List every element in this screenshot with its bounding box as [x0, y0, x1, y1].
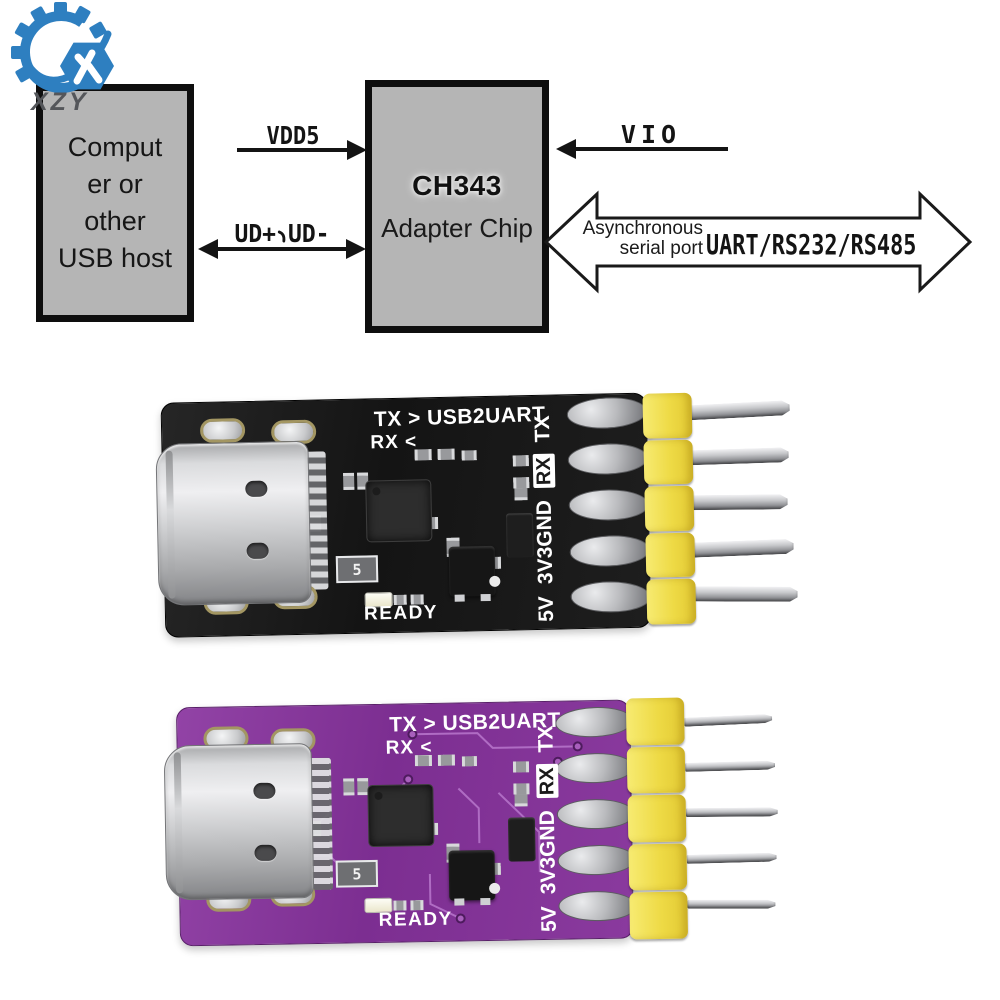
serial-standards-label: UART/RS232/RS485: [706, 228, 917, 261]
brand-logo-gear-icon: [11, 2, 114, 93]
header-pin: [692, 494, 788, 510]
header-spacer-yellow: [626, 746, 686, 794]
solder-joint: [568, 488, 649, 521]
pin-labels-rail: 5V 3V3GND RX TX: [533, 701, 563, 938]
marked-resistor: 5: [335, 859, 379, 888]
smd-component: [437, 448, 455, 461]
host-box-line: er or: [87, 169, 143, 199]
solder-joint: [558, 891, 637, 922]
smd-component: [513, 783, 530, 795]
smd-component: [512, 455, 529, 467]
silkscreen-rx-line: RX <: [385, 736, 433, 759]
vio-arrow-line: [574, 147, 728, 151]
small-ic: [505, 513, 534, 558]
header-spacer-yellow: [625, 697, 685, 746]
header-pin: [691, 447, 789, 465]
connector-slot: [245, 480, 268, 498]
smd-component: [343, 778, 355, 796]
connector-slot: [254, 844, 277, 862]
host-box-line: USB host: [57, 243, 173, 273]
vdd5-arrowhead: [347, 140, 367, 160]
smd-component: [512, 761, 530, 773]
vdd5-arrow-line: [237, 148, 349, 152]
pin-label-tx: TX: [530, 415, 555, 443]
smd-component: [461, 450, 477, 461]
header-pin: [689, 400, 790, 420]
pin-label-tx: TX: [534, 725, 558, 753]
host-box-line: Comput: [67, 132, 163, 162]
ud-arrowhead-left: [198, 239, 218, 259]
solder-joint: [570, 580, 651, 613]
pin-label-rx: RX: [535, 764, 559, 799]
header-pin: [694, 586, 798, 601]
usb-data-label: UD+UD-: [234, 219, 330, 248]
header-pin: [686, 807, 778, 817]
brand-text: XZY: [31, 88, 89, 116]
host-box-line: other: [84, 206, 146, 236]
header-pin: [684, 713, 772, 726]
sot23-regulator: [448, 849, 496, 901]
header-spacer-yellow: [645, 532, 696, 578]
silkscreen-ready-label: READY: [363, 602, 439, 625]
vio-arrowhead: [556, 139, 576, 159]
pin-label-5v: 5V: [537, 906, 561, 933]
connector-slot: [246, 542, 269, 560]
usb-c-connector: [163, 743, 315, 901]
sot23-regulator: [448, 545, 496, 597]
ch343-qfn-chip: [365, 479, 433, 543]
vio-label: VIO: [620, 120, 682, 149]
header-spacer-yellow: [628, 843, 688, 891]
serial-caption-line1: Asynchronous: [582, 218, 703, 239]
ch343-qfn-chip: [367, 783, 435, 848]
smd-component: [437, 754, 455, 766]
smd-component: [343, 472, 355, 491]
smd-component: [461, 756, 478, 767]
header-spacer-yellow: [642, 392, 693, 439]
smd-component: [513, 477, 530, 489]
connector-slot: [253, 782, 276, 800]
header-spacer-yellow: [643, 439, 694, 485]
pin-labels-rail: 5V 3V3GND RX TX: [529, 395, 560, 628]
pin-label-3v3gnd: 3V3GND: [535, 810, 561, 895]
header-pin: [685, 760, 775, 771]
pin-label-rx: RX: [532, 454, 556, 489]
ud-arrowhead-right: [346, 239, 366, 259]
shell-solder-pad: [199, 418, 246, 443]
header-spacer-yellow: [629, 891, 689, 940]
header-spacer-yellow: [646, 578, 697, 625]
silkscreen-ready-label: READY: [378, 908, 453, 931]
header-pin: [687, 852, 777, 863]
header-pin: [692, 538, 794, 557]
marked-resistor: 5: [335, 555, 379, 584]
ud-arrow-line: [216, 247, 348, 251]
silkscreen-top-line: TX > USB2UART: [373, 402, 546, 432]
serial-caption-line2: serial port: [619, 238, 703, 259]
chip-title: CH343: [412, 169, 502, 201]
header-pin: [687, 899, 775, 908]
serial-caption: Asynchronous serial port: [535, 219, 703, 259]
usb-host-box: Comput er or other USB host: [36, 84, 194, 322]
usb-c-connector: [155, 440, 312, 606]
header-spacer-yellow: [644, 485, 695, 532]
usb2uart-board-purple: TX > USB2UART RX < READY 5V 3V3GND RX TX…: [155, 692, 819, 953]
pin-label-3v3gnd: 3V3GND: [532, 499, 558, 585]
small-ic: [507, 817, 536, 862]
serial-double-arrow: [543, 190, 973, 294]
vdd5-label: VDD5: [266, 121, 320, 150]
header-spacer-yellow: [627, 794, 687, 843]
silkscreen-rx-line: RX <: [370, 431, 418, 454]
chip-subtitle: Adapter Chip: [381, 212, 533, 243]
ch343-chip-box: CH343 Adapter Chip: [365, 80, 549, 333]
ideographic-comma: [277, 230, 285, 243]
usb2uart-board-black: TX > USB2UART RX < READY 5V 3V3GND RX TX…: [154, 386, 819, 650]
pin-label-5v: 5V: [534, 595, 559, 623]
